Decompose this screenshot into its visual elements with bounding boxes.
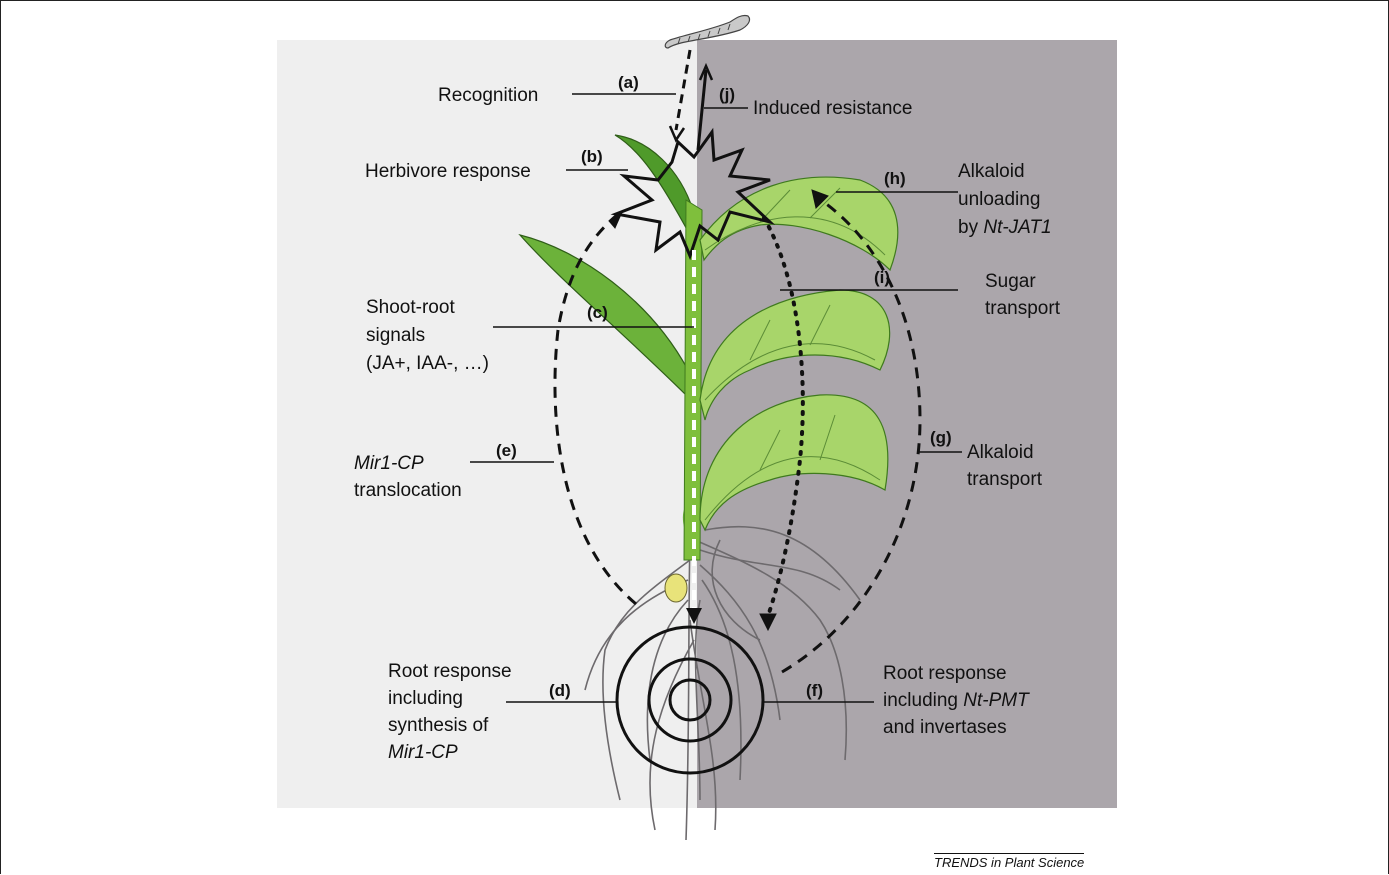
- seed: [665, 574, 687, 602]
- label-f-1: Root response: [883, 663, 1007, 684]
- tag-e: (e): [496, 441, 517, 460]
- label-i-1: Sugar: [985, 271, 1036, 292]
- label-g-2: transport: [967, 469, 1043, 490]
- tag-a: (a): [618, 73, 639, 92]
- journal-credit: TRENDS in Plant Science: [934, 853, 1084, 870]
- label-h-3: by Nt-JAT1: [958, 217, 1052, 238]
- tag-g: (g): [930, 428, 952, 447]
- label-d-2: including: [388, 688, 463, 709]
- tag-j: (j): [719, 85, 735, 104]
- label-g-1: Alkaloid: [967, 442, 1034, 463]
- label-c-2: signals: [366, 325, 425, 346]
- label-f-3: and invertases: [883, 717, 1007, 738]
- label-c-3: (JA+, IAA-, …): [366, 353, 489, 374]
- tag-d: (d): [549, 681, 571, 700]
- label-j: Induced resistance: [753, 98, 913, 119]
- label-c-1: Shoot-root: [366, 297, 455, 318]
- tag-c: (c): [587, 303, 608, 322]
- tag-f: (f): [806, 681, 823, 700]
- label-e-2: translocation: [354, 480, 462, 501]
- label-i-2: transport: [985, 298, 1061, 319]
- label-b: Herbivore response: [365, 161, 531, 182]
- tag-h: (h): [884, 169, 906, 188]
- label-d-4: Mir1-CP: [388, 742, 458, 763]
- left-panel: [277, 40, 697, 808]
- label-h-1: Alkaloid: [958, 161, 1025, 182]
- label-h-2: unloading: [958, 189, 1040, 210]
- label-f-2: including Nt-PMT: [883, 690, 1030, 711]
- label-d-1: Root response: [388, 661, 512, 682]
- tag-b: (b): [581, 147, 603, 166]
- label-d-3: synthesis of: [388, 715, 489, 736]
- label-e-1: Mir1-CP: [354, 453, 424, 474]
- label-a: Recognition: [438, 85, 538, 106]
- tag-i: (i): [874, 268, 890, 287]
